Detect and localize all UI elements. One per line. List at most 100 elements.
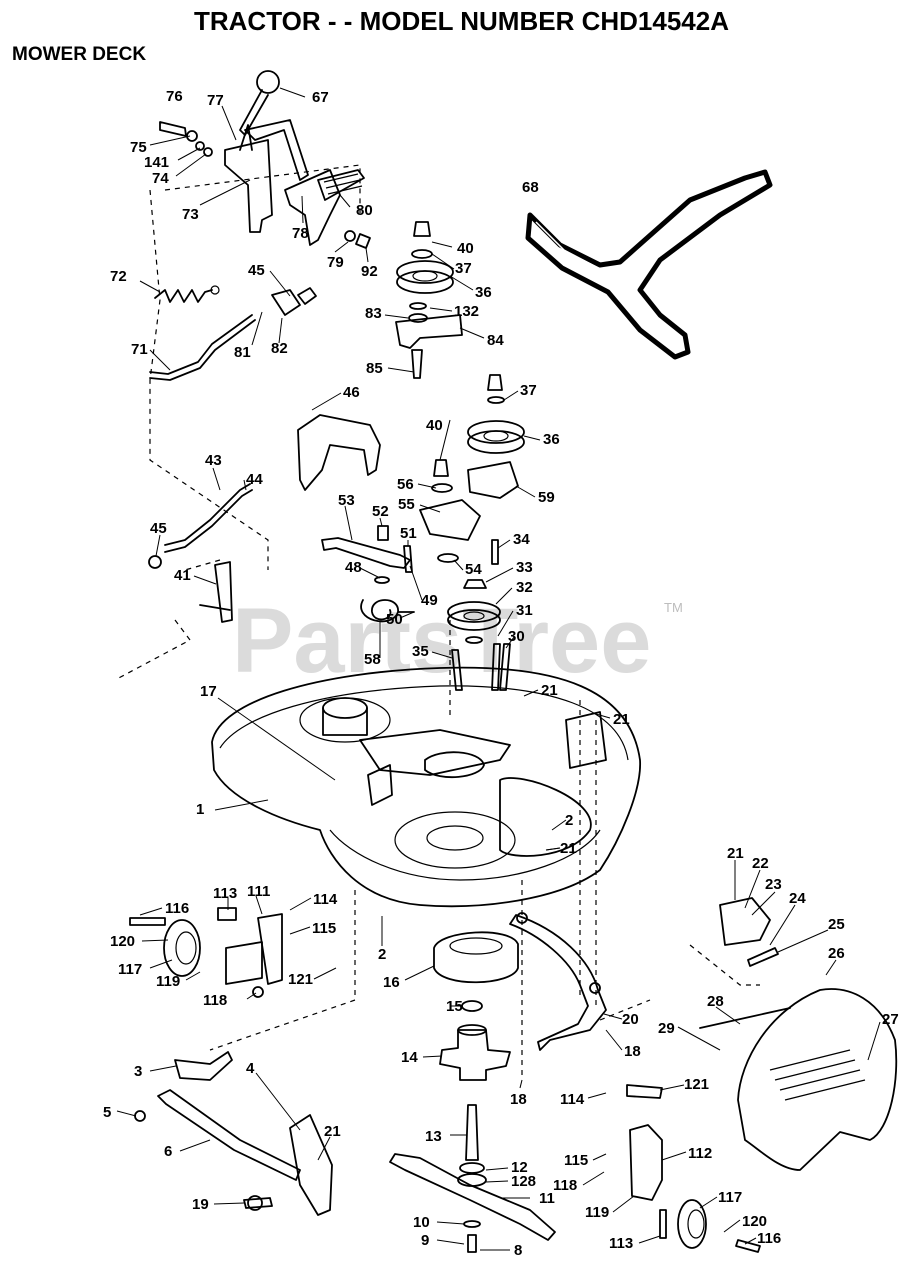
callout-119b: 119 (585, 1204, 609, 1221)
callout-35: 35 (412, 643, 429, 660)
callout-19: 19 (192, 1196, 209, 1213)
callout-2b: 2 (378, 946, 386, 963)
callout-21d: 21 (727, 845, 744, 862)
callout-68: 68 (522, 179, 539, 196)
page-title: TRACTOR - - MODEL NUMBER CHD14542A (194, 6, 729, 36)
callout-14: 14 (401, 1049, 418, 1066)
callout-22: 22 (752, 855, 769, 872)
callout-37: 37 (455, 260, 472, 277)
callout-120b: 120 (742, 1213, 767, 1230)
link-6 (157, 1089, 301, 1181)
callout-85: 85 (366, 360, 383, 377)
callout-46: 46 (343, 384, 360, 401)
watermark-tm: TM (664, 600, 683, 615)
callout-118a: 118 (203, 992, 227, 1009)
callout-54: 54 (465, 561, 482, 578)
callout-80: 80 (356, 202, 373, 219)
callout-52: 52 (372, 503, 389, 520)
callout-128: 128 (511, 1173, 536, 1190)
mower-deck-housing (211, 666, 641, 908)
blade-guard-16 (433, 931, 519, 984)
discharge-chute-27 (699, 897, 898, 1171)
callout-21e: 21 (324, 1123, 341, 1140)
callout-2a: 2 (565, 812, 573, 829)
belt-guide-and-arms (148, 414, 381, 623)
callout-23: 23 (765, 876, 782, 893)
lift-links (134, 1051, 333, 1216)
callout-28: 28 (707, 993, 724, 1010)
callout-113a: 113 (213, 885, 237, 902)
callout-81: 81 (234, 344, 251, 361)
blade-11 (389, 1153, 556, 1241)
callout-114a: 114 (313, 891, 338, 908)
baffle-20 (509, 912, 607, 1051)
callout-34: 34 (513, 531, 530, 548)
lever-knob-67 (256, 70, 280, 94)
callout-12: 12 (511, 1159, 528, 1176)
spindle-blade-assembly (389, 931, 556, 1253)
callout-132: 132 (454, 303, 479, 320)
callout-121b: 121 (684, 1076, 709, 1093)
callout-121a: 121 (288, 971, 313, 988)
callout-59: 59 (538, 489, 555, 506)
callout-92: 92 (361, 263, 378, 280)
callout-20: 20 (622, 1011, 639, 1028)
assembly-guide-lines (114, 164, 760, 1080)
callout-56: 56 (397, 476, 414, 493)
callout-77: 77 (207, 92, 224, 109)
callout-113b: 113 (609, 1235, 633, 1252)
callout-72: 72 (110, 268, 127, 285)
callout-114b: 114 (560, 1091, 585, 1108)
callout-141: 141 (144, 154, 169, 171)
callout-78: 78 (292, 225, 309, 242)
lift-lever-assembly (149, 70, 371, 381)
spring-72 (154, 289, 213, 303)
callout-49: 49 (421, 592, 438, 609)
link-41 (214, 561, 233, 623)
callout-48: 48 (345, 559, 362, 576)
callout-82: 82 (271, 340, 288, 357)
callout-73: 73 (182, 206, 199, 223)
callout-9: 9 (421, 1232, 429, 1249)
link-4 (289, 1114, 333, 1216)
callout-15: 15 (446, 998, 463, 1015)
gauge-wheel-left (129, 907, 283, 998)
callout-120a: 120 (110, 933, 135, 950)
callout-43: 43 (205, 452, 222, 469)
callout-84: 84 (487, 332, 504, 349)
callout-10: 10 (413, 1214, 430, 1231)
callout-8: 8 (514, 1242, 522, 1259)
callout-44: 44 (246, 471, 263, 488)
callout-17: 17 (200, 683, 217, 700)
callout-6: 6 (164, 1143, 172, 1160)
callout-21c: 21 (560, 840, 577, 857)
callout-67: 67 (312, 89, 329, 106)
callout-117b: 117 (718, 1189, 742, 1206)
callout-13: 13 (425, 1128, 442, 1145)
mower-belt-68 (525, 169, 773, 360)
callout-11: 11 (539, 1190, 555, 1207)
callout-117a: 117 (118, 961, 142, 978)
callout-1: 1 (196, 801, 204, 818)
callout-111: 111 (247, 883, 270, 900)
callout-55: 55 (398, 496, 415, 513)
callout-75: 75 (130, 139, 147, 156)
idler-pulley-upper (395, 221, 463, 379)
callout-40b: 40 (426, 417, 443, 434)
callout-74: 74 (152, 170, 169, 187)
callout-4: 4 (246, 1060, 255, 1077)
callout-83: 83 (365, 305, 382, 322)
callout-116b: 116 (757, 1230, 781, 1247)
idler-arm-53 (321, 537, 411, 569)
callout-3: 3 (134, 1063, 142, 1080)
gauge-wheel-right (626, 1084, 761, 1253)
callout-24: 24 (789, 890, 806, 907)
callout-26: 26 (828, 945, 845, 962)
idler-pulley-middle (419, 374, 525, 691)
leader-lines (116, 87, 881, 1251)
callout-79: 79 (327, 254, 344, 271)
section-title: MOWER DECK (12, 44, 147, 65)
lift-rod-71 (149, 319, 256, 381)
callout-115b: 115 (564, 1152, 588, 1169)
